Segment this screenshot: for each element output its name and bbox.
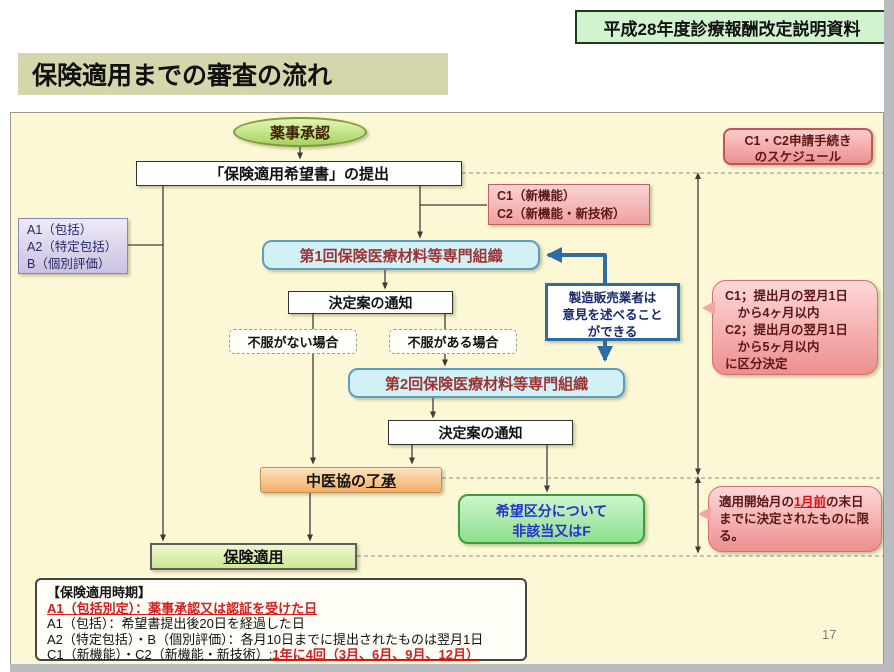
deadline-bubble: 適用開始月の1月前の末日までに決定されたものに限る。	[698, 486, 882, 552]
c-schedule-line1: C1；提出月の翌月1日	[725, 289, 848, 303]
deadline-highlight: 1月前	[794, 495, 826, 509]
category-f-result-box: 希望区分について 非該当又はF	[458, 494, 645, 544]
schedule-badge-line2: のスケジュール	[754, 150, 842, 164]
page-number: 17	[822, 627, 837, 642]
category-a2-label: A2（特定包括）	[27, 240, 118, 254]
category-f-line1: 希望区分について	[495, 503, 608, 519]
manufacturer-opinion-box: 製造販売業者は 意見を述べること ができる	[545, 283, 680, 341]
schedule-badge-line1: C1・C2申請手続き	[744, 134, 852, 148]
submission-box: 「保険適用希望書」の提出	[136, 161, 462, 186]
category-c1-label: C1（新機能）	[497, 189, 576, 203]
first-committee-box: 第1回保険医療材料等専門組織	[262, 240, 540, 270]
chuikyo-underlined: 了承	[366, 472, 397, 490]
right-edge-strip	[884, 0, 894, 672]
manufacturer-line2: 意見を述べること	[562, 308, 663, 322]
c-schedule-line2: から4ヶ月以内	[725, 306, 820, 320]
pharma-approval-oval: 薬事承認	[233, 117, 367, 147]
page-title: 保険適用までの審査の流れ	[18, 53, 448, 95]
deadline-before: 適用開始月の	[719, 495, 795, 509]
decision-notice2-box: 決定案の通知	[388, 420, 573, 445]
bottom-edge-strip	[10, 664, 894, 672]
timing-a1: A1（包括）：希望書提出後20日を経過した日	[47, 616, 305, 631]
timing-c-prefix: C1（新機能）・C2（新機能・新技術）:	[47, 647, 273, 662]
insurance-applied-box: 保険適用	[150, 543, 357, 570]
category-b-label: B（個別評価）	[27, 257, 111, 271]
decision-notice1-box: 決定案の通知	[288, 291, 453, 314]
timing-a2b: A2（特定包括）・B（個別評価）：各月10日までに提出されたものは翌月1日	[47, 631, 484, 647]
timing-heading: 【保険適用時期】	[47, 585, 152, 600]
corner-badge: 平成28年度診療報酬改定説明資料	[575, 10, 889, 44]
category-c2-label: C2（新機能・新技術）	[497, 207, 626, 221]
application-timing-note: 【保険適用時期】 A1（包括別定）：薬事承認又は認証を受けた日 A1（包括）：希…	[35, 578, 527, 663]
c-schedule-line4: から5ヶ月以内	[725, 340, 820, 354]
timing-c-highlight: 1年に4回（3月、6月、9月、12月）	[272, 647, 479, 662]
chuikyo-prefix: 中医協の	[305, 472, 366, 490]
objection-label: 不服がある場合	[389, 329, 517, 354]
manufacturer-line3: ができる	[587, 325, 638, 339]
category-c-box: C1（新機能） C2（新機能・新技術）	[488, 184, 650, 225]
chuikyo-approval-box: 中医協の了承	[260, 467, 442, 493]
manufacturer-line1: 製造販売業者は	[568, 291, 657, 305]
timing-a1-special: A1（包括別定）：薬事承認又は認証を受けた日	[47, 600, 318, 616]
no-objection-label: 不服がない場合	[229, 329, 357, 354]
timing-c: C1（新機能）・C2（新機能・新技術）:1年に4回（3月、6月、9月、12月）	[47, 647, 515, 663]
category-a1-label: A1（包括）	[27, 223, 93, 237]
no-objection-label-box: 不服がない場合	[229, 329, 357, 354]
c1-c2-schedule-badge: C1・C2申請手続き のスケジュール	[723, 128, 873, 165]
c-schedule-bubble: C1；提出月の翌月1日 から4ヶ月以内 C2；提出月の翌月1日 から5ヶ月以内 …	[702, 280, 878, 375]
category-a-box: A1（包括） A2（特定包括） B（個別評価）	[18, 218, 128, 274]
category-f-line2: 非該当又はF	[512, 523, 591, 539]
objection-label-box: 不服がある場合	[389, 329, 517, 354]
insurance-applied-label: 保険適用	[223, 549, 284, 566]
deadline-after: の末日までに決定されたものに限る。	[719, 495, 870, 543]
c-schedule-line3: C2；提出月の翌月1日	[725, 323, 848, 337]
c-schedule-line5: に区分決定	[725, 357, 788, 371]
second-committee-box: 第2回保険医療材料等専門組織	[348, 368, 625, 398]
